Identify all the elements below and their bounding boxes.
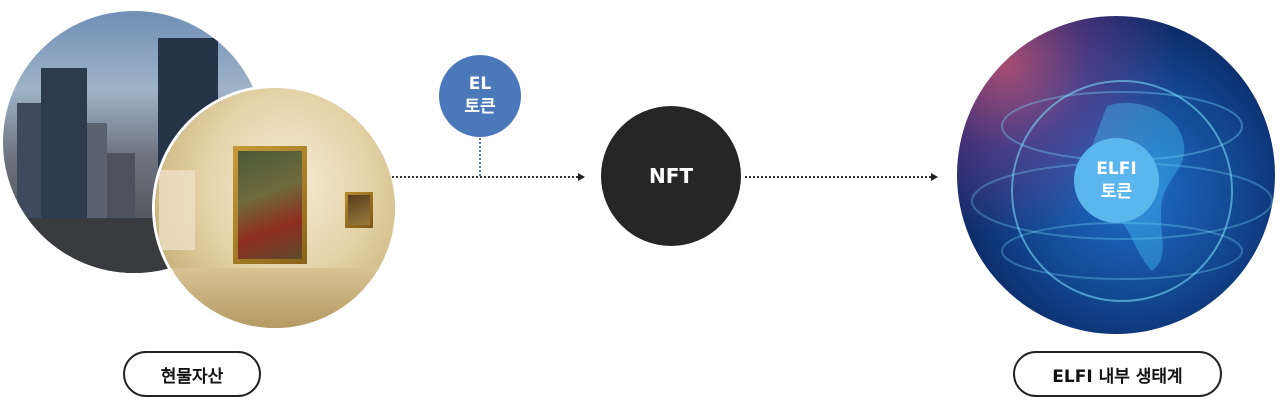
elfi-token-line1: ELFI (1096, 158, 1137, 179)
ecosystem-text: ELFI 내부 생태계 (1052, 366, 1183, 387)
painting-small (345, 192, 373, 228)
connector-el-token (479, 138, 481, 176)
connector-assets-to-nft (392, 176, 578, 178)
ecosystem-label: ELFI 내부 생태계 (1013, 351, 1222, 397)
el-token-line2: 토큰 (464, 97, 496, 117)
elfi-token-line2: 토큰 (1100, 181, 1133, 202)
el-token-circle: EL 토큰 (439, 55, 521, 137)
physical-assets-label: 현물자산 (123, 351, 261, 397)
painting-large (233, 146, 307, 264)
elfi-token-circle: ELFI 토큰 (1074, 138, 1159, 223)
el-token-line1: EL (468, 74, 492, 94)
art-gallery-image (155, 88, 395, 328)
connector-nft-to-ecosystem (745, 176, 931, 178)
wall-text-panel (159, 170, 195, 250)
nft-circle: NFT (601, 106, 741, 246)
arrow-head-to-nft (578, 173, 585, 181)
physical-assets-text: 현물자산 (160, 366, 224, 387)
nft-label: NFT (648, 164, 694, 188)
arrow-head-to-ecosystem (931, 173, 938, 181)
